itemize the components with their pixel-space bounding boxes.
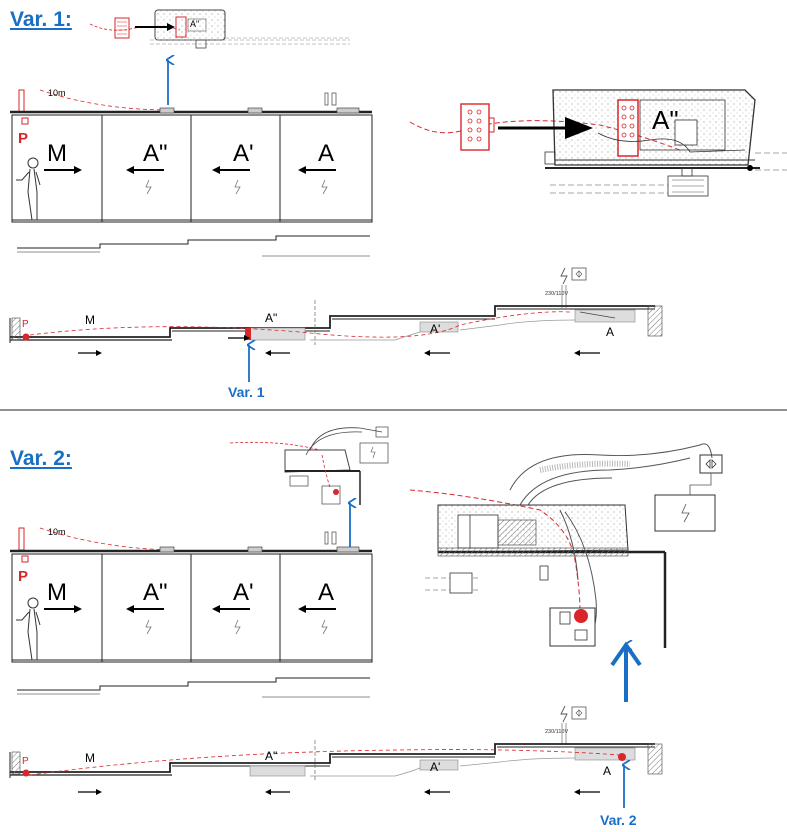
plan-label-var1-3: A' <box>430 322 440 336</box>
plan-label-var1-1: M <box>85 313 95 327</box>
section-title-var2: Var. 2: <box>10 447 72 470</box>
plan-label-var2-3: A' <box>430 760 440 774</box>
plan-label-var1-4: A <box>606 325 614 339</box>
var1-plan: 230/110V P M A" A' A <box>9 267 663 356</box>
panel-label-var1-3: A <box>318 140 334 167</box>
plan-label-var2-4: A <box>603 764 611 778</box>
var1-large-detail: A" <box>409 89 787 197</box>
voltage-label-var2: 230/110V <box>545 729 568 735</box>
plan-label-var1-2: A" <box>265 311 277 325</box>
power-symbol-var2: 230/110V <box>545 705 587 745</box>
power-symbol-var1: 230/110V <box>545 267 587 308</box>
plan-label-var1-0: P <box>22 319 29 330</box>
var2-plan: 230/110V P M A" A' A <box>9 705 663 795</box>
var1-small-detail: A" <box>89 9 350 49</box>
panel-label-var1-2: A' <box>233 140 254 167</box>
plan-label-var2-2: A" <box>265 749 277 763</box>
var2-small-detail <box>229 426 389 505</box>
plan-label-var2-0: P <box>22 756 29 767</box>
panel-label-var1-1: A" <box>143 140 168 167</box>
svg-text:P: P <box>18 568 28 585</box>
cable-length-var1: 10m <box>48 88 66 98</box>
panel-label-var2-3: A <box>318 579 334 606</box>
detail-label-var1: A" <box>652 105 679 135</box>
small-detail-label: A" <box>190 19 199 29</box>
section-title-var1: Var. 1: <box>10 8 72 31</box>
svg-text:P: P <box>18 130 28 147</box>
var1-elevation: 10m P M A" A' A <box>10 88 373 257</box>
plan-label-var2-1: M <box>85 751 95 765</box>
panel-label-var1-0: M <box>47 140 67 167</box>
var2-large-detail <box>409 443 723 648</box>
panel-label-var2-2: A' <box>233 579 254 606</box>
callout-label-var1: Var. 1 <box>228 384 265 400</box>
callout-label-var2: Var. 2 <box>600 812 637 828</box>
voltage-label-var1: 230/110V <box>545 291 568 297</box>
cable-length-var2: 10m <box>48 527 66 537</box>
var2-elevation: 10m P M A" A' A <box>10 527 373 698</box>
panel-label-var2-1: A" <box>143 579 168 606</box>
panel-label-var2-0: M <box>47 579 67 606</box>
